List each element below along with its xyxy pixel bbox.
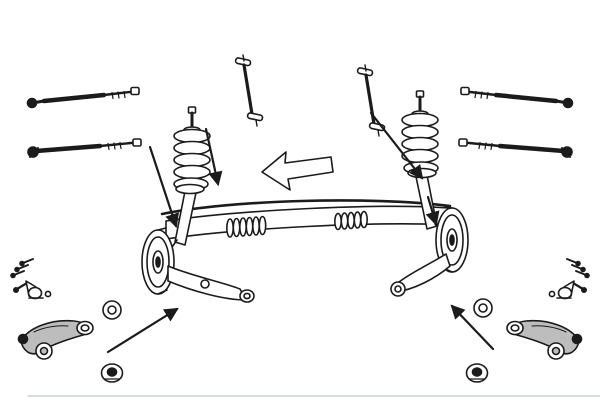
rack-bellows-right (333, 210, 368, 231)
bushing-right (473, 298, 493, 318)
rack-bellows-left (226, 215, 267, 238)
stabilizer-link-left (233, 53, 265, 128)
bushing-left (102, 300, 122, 320)
tie-rod-right-upper (461, 88, 573, 108)
ball-joint-kit-left (9, 257, 52, 300)
strut-mount-left (100, 363, 124, 383)
control-arm-inner-right (390, 253, 451, 297)
pointer-arrow-icon (106, 307, 179, 354)
coil-spring-strut-left (165, 105, 212, 264)
pointer-arrow-icon (204, 127, 223, 187)
strut-mount-right (465, 363, 489, 383)
pointer-arrows (106, 111, 495, 354)
pointer-arrow-icon (369, 111, 424, 180)
tie-rod-left-lower (28, 139, 141, 157)
wheel-hub-left (141, 227, 175, 295)
tie-rod-left-upper (28, 88, 140, 108)
control-arm-right (506, 319, 583, 360)
pointer-arrow-icon (148, 145, 179, 229)
control-arm-inner-left (167, 265, 255, 303)
tie-rod-right-lower (459, 139, 572, 157)
pointer-arrow-icon (425, 195, 440, 227)
pointer-arrow-icon (450, 304, 495, 351)
direction-arrow-outline (261, 151, 334, 191)
steering-rack-axle-beam (160, 199, 452, 240)
control-arm-left (17, 319, 94, 360)
ball-joint-kit-right (548, 257, 591, 300)
